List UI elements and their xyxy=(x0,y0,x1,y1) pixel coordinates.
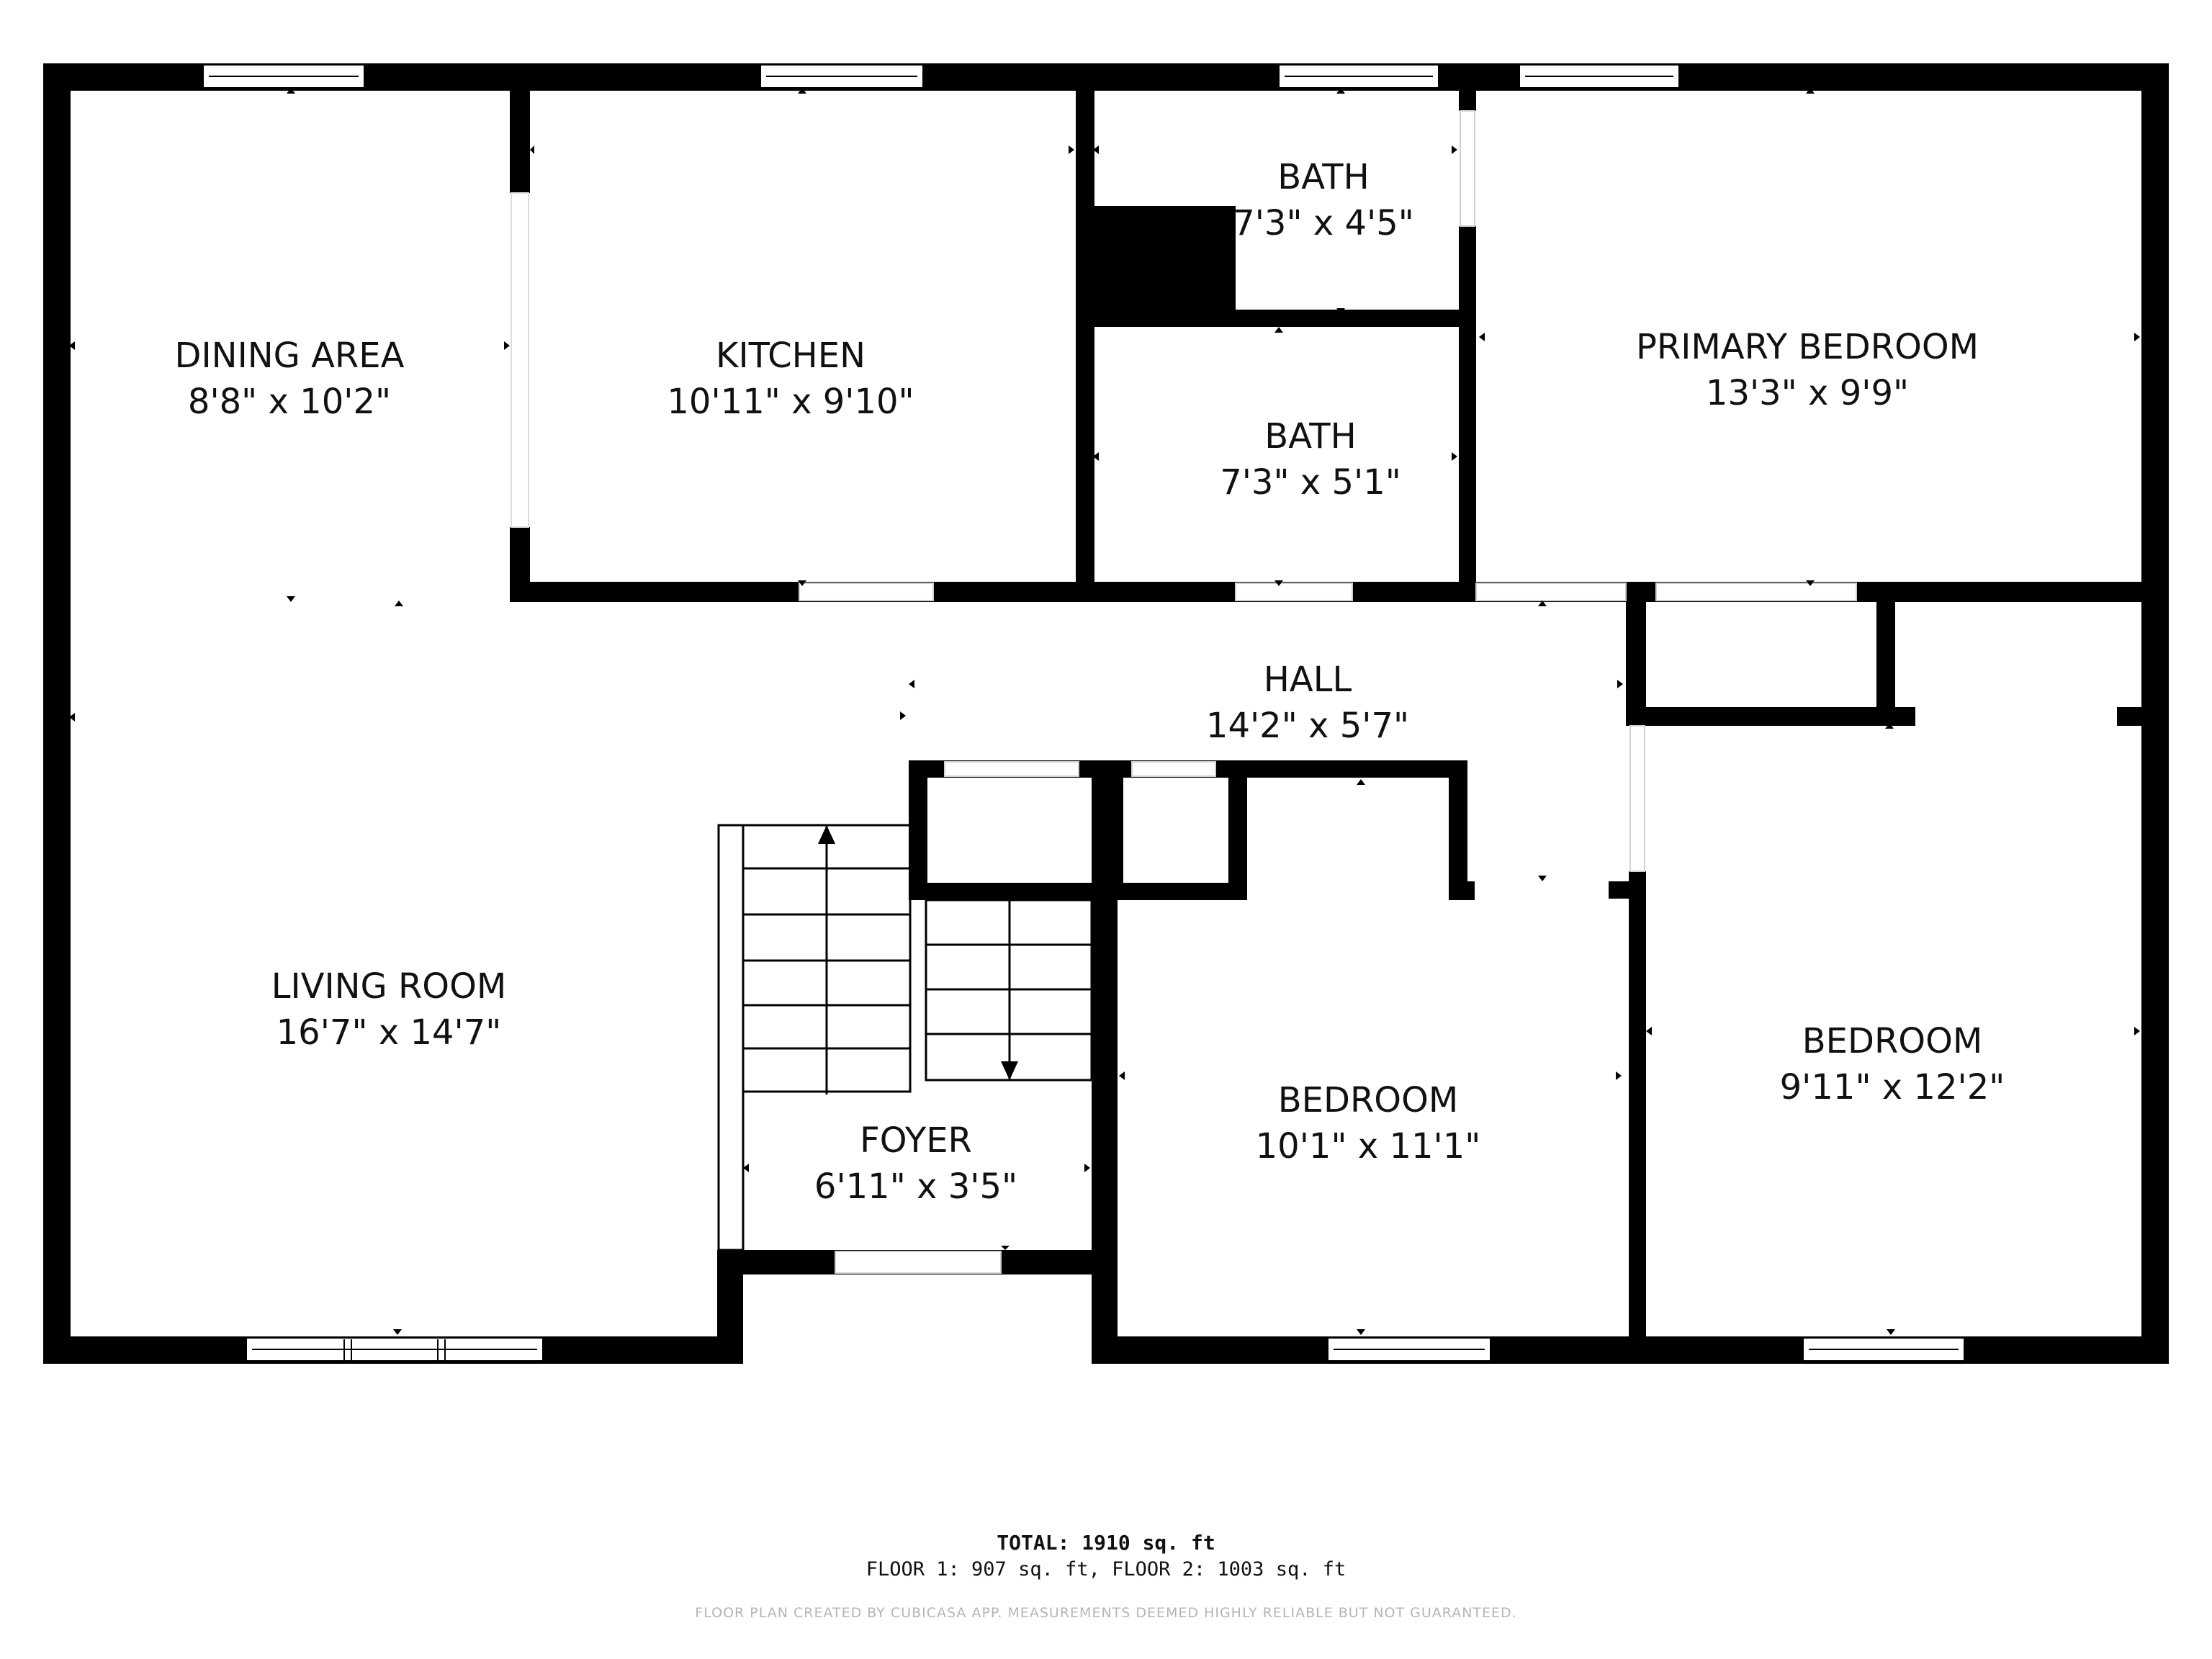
room-label-hall: HALL 14'2" x 5'7" xyxy=(1206,660,1409,746)
room-name: HALL xyxy=(1264,660,1352,700)
kitchen-door xyxy=(799,583,934,601)
kitchen-bath-wall xyxy=(1076,91,1094,602)
closet-stub-right xyxy=(2117,707,2169,726)
closet-wall-bottom xyxy=(1626,707,1915,726)
room-label-living-room: LIVING ROOM 16'7" x 14'7" xyxy=(271,966,507,1053)
measure-markers xyxy=(69,88,2140,1335)
room-name: PRIMARY BEDROOM xyxy=(1636,327,1979,367)
right-bedroom-wall-stub xyxy=(1609,881,1646,899)
center-wall-inner xyxy=(1109,760,1123,900)
primary-door xyxy=(1475,583,1627,601)
stair-up-arrow-icon xyxy=(818,825,835,844)
stair-rail xyxy=(717,824,745,1251)
closet2-door xyxy=(1131,761,1216,777)
room-name: BEDROOM xyxy=(1802,1021,1983,1061)
right-bedroom-wall-upper xyxy=(1629,582,1646,726)
closet2-wall-right xyxy=(1228,760,1247,900)
bath-primary-wall-lower xyxy=(1459,226,1476,602)
window-panes xyxy=(209,76,1959,1361)
total-area: TOTAL: 1910 sq. ft xyxy=(997,1531,1215,1555)
room-name: DINING AREA xyxy=(175,336,405,376)
room-name: FOYER xyxy=(860,1120,972,1161)
room-label-bath-lower: BATH 7'3" x 5'1" xyxy=(1220,416,1401,503)
room-label-kitchen: KITCHEN 10'11" x 9'10" xyxy=(667,336,914,422)
bath-primary-opening xyxy=(1460,110,1475,227)
closet-wall-right xyxy=(1876,582,1895,726)
room-name: LIVING ROOM xyxy=(271,966,507,1007)
room-dimensions: 10'1" x 11'1" xyxy=(1256,1126,1481,1166)
room-dimensions: 6'11" x 3'5" xyxy=(814,1166,1017,1207)
room-dimensions: 10'11" x 9'10" xyxy=(667,382,914,422)
stair-down-arrow-icon xyxy=(1001,1061,1018,1080)
bath-chase xyxy=(1076,206,1236,327)
stair-arrows xyxy=(818,825,1018,1094)
stair-closet-wall-left xyxy=(909,760,927,899)
room-label-dining-area: DINING AREA 8'8" x 10'2" xyxy=(175,336,405,422)
outer-wall-left xyxy=(43,63,71,1364)
closet-door-top xyxy=(1655,583,1857,601)
room-label-primary-bedroom: PRIMARY BEDROOM 13'3" x 9'9" xyxy=(1636,327,1979,413)
openings xyxy=(511,110,1857,1274)
room-label-bedroom-right: BEDROOM 9'11" x 12'2" xyxy=(1780,1021,2005,1107)
room-dimensions: 13'3" x 9'9" xyxy=(1706,373,1909,413)
floor-areas: FLOOR 1: 907 sq. ft, FLOOR 2: 1003 sq. f… xyxy=(866,1558,1346,1581)
footer: TOTAL: 1910 sq. ft FLOOR 1: 907 sq. ft, … xyxy=(695,1531,1516,1621)
stair-closet-wall-bottom xyxy=(909,883,1243,900)
room-name: BATH xyxy=(1277,157,1369,197)
room-dimensions: 9'11" x 12'2" xyxy=(1780,1067,2005,1107)
bath-primary-wall-upper xyxy=(1459,63,1476,111)
bath-door xyxy=(1235,583,1353,601)
bedroom-wall-stub-bottom xyxy=(1449,881,1475,900)
stair-closet-door xyxy=(944,761,1079,777)
room-label-bedroom-center: BEDROOM 10'1" x 11'1" xyxy=(1256,1080,1481,1166)
room-dimensions: 8'8" x 10'2" xyxy=(188,382,391,422)
room-labels: DINING AREA 8'8" x 10'2" KITCHEN 10'11" … xyxy=(175,157,2005,1207)
room-dimensions: 7'3" x 4'5" xyxy=(1233,203,1414,243)
room-label-foyer: FOYER 6'11" x 3'5" xyxy=(814,1120,1017,1207)
room-name: BATH xyxy=(1264,416,1356,457)
room-name: KITCHEN xyxy=(716,336,866,376)
room-name: BEDROOM xyxy=(1278,1080,1459,1120)
room-dimensions: 7'3" x 5'1" xyxy=(1220,462,1401,503)
bedroom-wall-right-stub xyxy=(1449,760,1467,900)
room-label-bath-upper: BATH 7'3" x 4'5" xyxy=(1233,157,1414,243)
outer-wall-top xyxy=(43,63,2169,91)
right-bedroom-wall-lower xyxy=(1629,871,1646,1364)
dining-kitchen-opening xyxy=(511,192,529,528)
right-bedroom-opening xyxy=(1629,725,1645,872)
walls xyxy=(43,63,2169,1364)
dining-kitchen-wall-upper xyxy=(510,91,530,193)
front-door xyxy=(835,1251,1002,1274)
room-dimensions: 14'2" x 5'7" xyxy=(1206,706,1409,746)
disclaimer: FLOOR PLAN CREATED BY CUBICASA APP. MEAS… xyxy=(695,1605,1516,1621)
room-dimensions: 16'7" x 14'7" xyxy=(276,1012,502,1053)
